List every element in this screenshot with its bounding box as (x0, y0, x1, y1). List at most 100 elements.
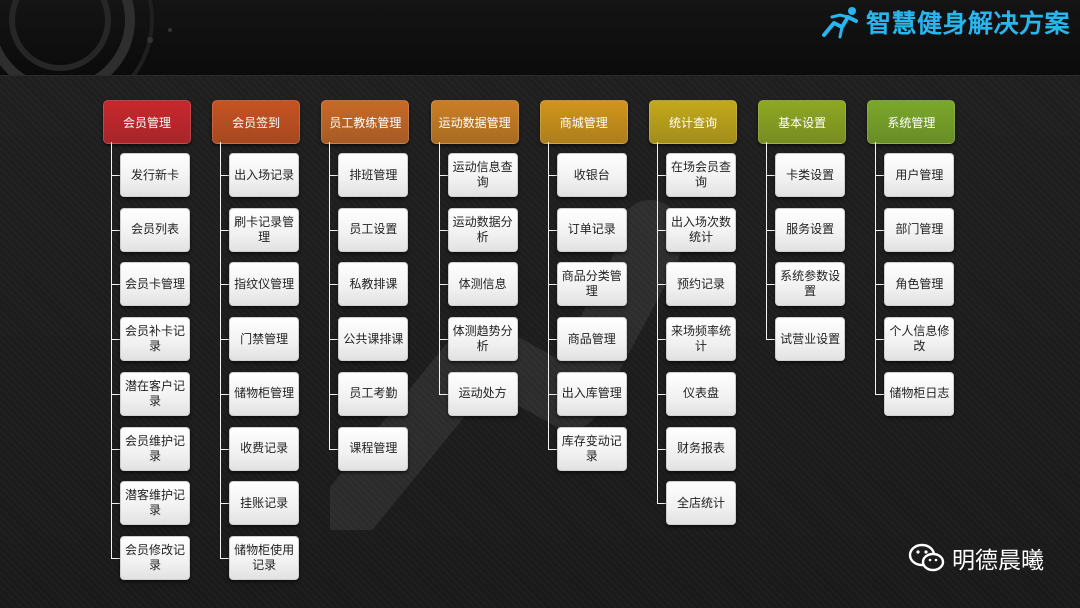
feature-node: 预约记录 (666, 262, 736, 307)
decorative-circles (0, 0, 172, 75)
connector-horizontal (220, 284, 230, 286)
feature-node: 用户管理 (884, 153, 955, 197)
feature-node: 来场频率统计 (666, 317, 736, 362)
connector-horizontal (766, 229, 776, 231)
connector-horizontal (766, 339, 776, 341)
feature-node: 体测趋势分析 (447, 317, 518, 362)
feature-node: 财务报表 (666, 426, 736, 471)
feature-node: 会员列表 (120, 207, 190, 252)
feature-node: 商品分类管理 (556, 262, 627, 307)
connector-horizontal (111, 503, 120, 505)
feature-node: 试营业设置 (775, 317, 846, 362)
connector-horizontal (329, 229, 339, 231)
feature-node: 私教排课 (338, 262, 409, 307)
connector-horizontal (438, 339, 448, 341)
connector-horizontal (547, 175, 557, 176)
feature-node: 员工设置 (338, 207, 409, 252)
connector-horizontal (111, 229, 120, 231)
connector-horizontal (875, 339, 885, 341)
feature-node: 系统参数设置 (775, 262, 846, 307)
brand: 智慧健身解决方案 (818, 4, 1070, 40)
feature-node: 会员修改记录 (120, 535, 190, 580)
connector-vertical (438, 142, 440, 394)
feature-node: 体测信息 (447, 262, 518, 307)
connector-horizontal (111, 284, 120, 286)
feature-node: 卡类设置 (775, 153, 846, 197)
feature-node: 门禁管理 (229, 317, 300, 362)
connector-horizontal (438, 229, 448, 231)
feature-node: 个人信息修改 (884, 317, 955, 362)
feature-node: 运动处方 (447, 371, 518, 416)
wechat-icon (908, 543, 945, 572)
connector-horizontal (657, 393, 666, 395)
connector-horizontal (875, 175, 885, 176)
connector-horizontal (220, 557, 230, 559)
feature-node: 挂账记录 (229, 481, 300, 526)
column-header-8: 系统管理 (867, 100, 956, 144)
page-title: 智慧健身解决方案 (865, 9, 1070, 38)
connector-horizontal (547, 284, 557, 286)
feature-node: 服务设置 (775, 207, 846, 252)
connector-horizontal (657, 229, 666, 231)
connector-horizontal (547, 339, 557, 341)
connector-vertical (547, 142, 549, 449)
connector-horizontal (438, 175, 448, 176)
connector-horizontal (329, 339, 339, 341)
connector-horizontal (329, 393, 339, 395)
connector-horizontal (547, 229, 557, 231)
column-header-5: 商城管理 (539, 100, 628, 144)
feature-node: 指纹仪管理 (229, 262, 300, 307)
feature-node: 排班管理 (338, 153, 409, 197)
connector-vertical (111, 142, 112, 558)
column-header-4: 运动数据管理 (430, 100, 519, 144)
feature-node: 收费记录 (229, 426, 300, 471)
feature-node: 会员补卡记录 (120, 317, 190, 362)
connector-horizontal (111, 448, 120, 450)
connector-horizontal (875, 284, 885, 286)
connector-vertical (657, 142, 658, 504)
connector-horizontal (766, 175, 776, 176)
header-bar: 智慧健身解决方案 (0, 0, 1080, 76)
connector-horizontal (111, 339, 120, 341)
connector-horizontal (657, 339, 666, 341)
feature-node: 潜在客户记录 (120, 371, 190, 416)
feature-node: 出入库管理 (556, 371, 627, 416)
column-header-2: 会员签到 (212, 100, 301, 144)
connector-horizontal (657, 448, 666, 450)
connector-horizontal (547, 448, 557, 450)
connector-horizontal (875, 393, 885, 395)
connector-vertical (766, 142, 768, 340)
feature-node: 运动信息查询 (447, 153, 518, 197)
column-header-7: 基本设置 (758, 100, 847, 144)
feature-node: 商品管理 (556, 317, 627, 362)
feature-node: 储物柜使用记录 (229, 535, 300, 580)
column-header-6: 统计查询 (649, 100, 737, 144)
feature-node: 全店统计 (666, 481, 736, 526)
connector-horizontal (657, 503, 666, 505)
feature-node: 库存变动记录 (556, 426, 627, 471)
feature-node: 仪表盘 (666, 371, 736, 416)
connector-vertical (220, 142, 222, 558)
feature-node: 角色管理 (884, 262, 955, 307)
feature-node: 会员卡管理 (120, 262, 190, 307)
feature-node: 运动数据分析 (447, 207, 518, 252)
feature-node: 储物柜管理 (229, 371, 300, 416)
feature-node: 员工考勤 (338, 371, 409, 416)
connector-horizontal (220, 503, 230, 505)
feature-node: 会员维护记录 (120, 426, 190, 471)
connector-vertical (329, 142, 331, 449)
connector-horizontal (220, 448, 230, 450)
watermark: 明德晨曦 (908, 538, 1044, 578)
connector-horizontal (766, 284, 776, 286)
feature-node: 储物柜日志 (884, 371, 955, 416)
column-header-1: 会员管理 (103, 100, 191, 144)
connector-horizontal (220, 175, 230, 176)
connector-horizontal (111, 557, 120, 559)
connector-horizontal (547, 393, 557, 395)
column-header-3: 员工教练管理 (321, 100, 410, 144)
connector-horizontal (438, 393, 448, 395)
feature-node: 出入场记录 (229, 153, 300, 197)
feature-node: 刷卡记录管理 (229, 207, 300, 252)
watermark-text: 明德晨曦 (952, 548, 1044, 574)
connector-horizontal (875, 229, 885, 231)
